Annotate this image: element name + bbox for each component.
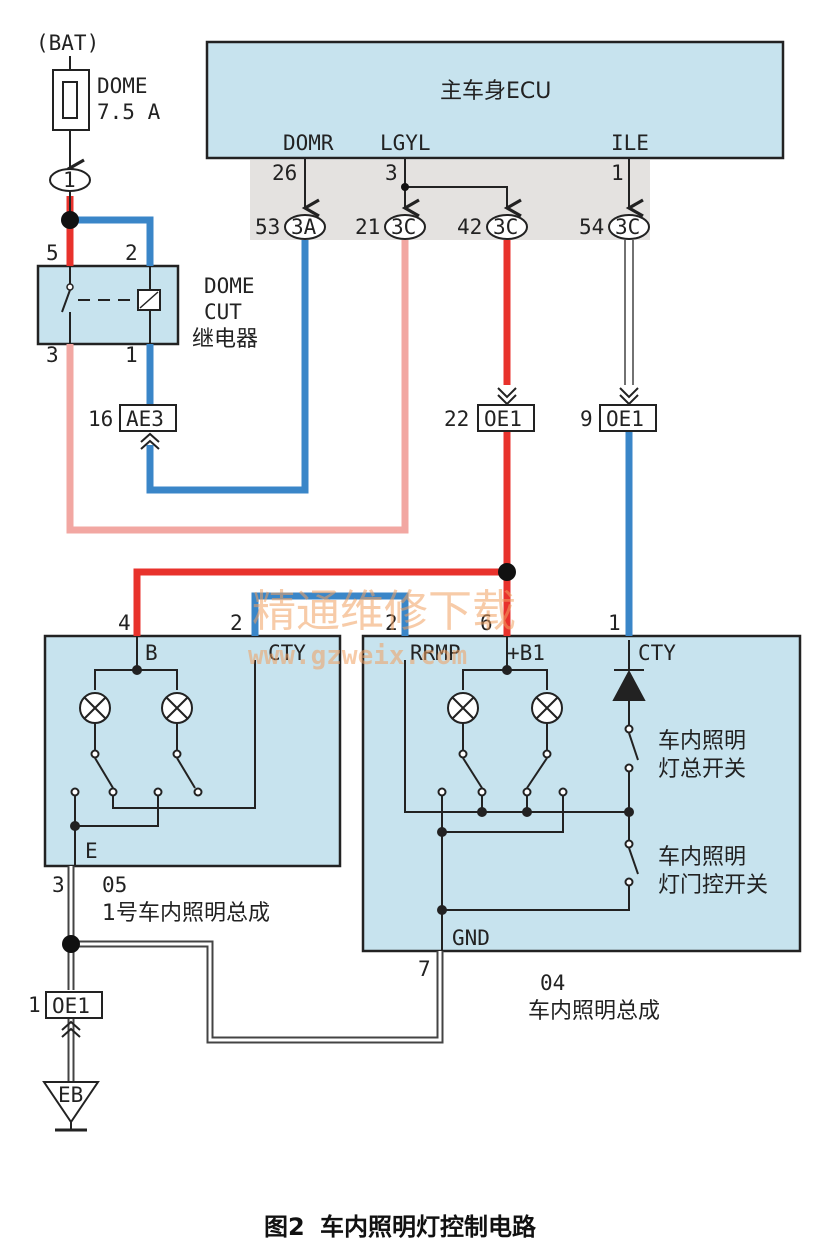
a1-pin-e: 3 <box>52 873 65 897</box>
a1-circuit <box>70 636 256 866</box>
a1-label-cty: CTY <box>268 641 306 665</box>
conn-3a <box>284 214 326 240</box>
a2-label-b1: +B1 <box>507 641 545 665</box>
relay-name-line1: DOME <box>204 274 255 298</box>
wire-pink-lgyl <box>66 240 409 534</box>
wire-blue-relay-coil <box>70 216 154 266</box>
fuse-element <box>62 81 78 119</box>
wire-gnd-assembly2 <box>71 940 444 1044</box>
gnd-oe1-label: OE1 <box>52 994 90 1018</box>
fuse-rating: 7.5 A <box>97 100 161 124</box>
ae3-chevron-icon <box>140 432 160 450</box>
splice-dot-top <box>61 211 79 229</box>
relay-name-line3: 继电器 <box>192 327 258 352</box>
a1-pin-b: 4 <box>118 611 131 635</box>
ecu-terminal-lgyl: LGYL <box>380 131 431 155</box>
oe1-22-label: OE1 <box>484 407 522 431</box>
conn-3c-ile <box>608 214 650 240</box>
oe1-9-chevron-icon <box>619 387 639 406</box>
wire-blue-domr-return <box>146 240 309 494</box>
conn-21-pin: 21 <box>355 215 380 239</box>
a1-pin-cty: 2 <box>230 611 243 635</box>
ae3-connector <box>119 404 177 432</box>
conn-42-pin: 42 <box>457 215 482 239</box>
conn-53-pin: 53 <box>255 215 280 239</box>
ecu-box <box>205 40 785 160</box>
gnd-chevron-icon <box>61 1020 81 1038</box>
a2-name: 车内照明总成 <box>528 999 660 1024</box>
conn-3c-b <box>486 214 528 240</box>
assembly2-box <box>361 634 802 953</box>
watermark-line1: 精通维修下载 <box>252 586 516 637</box>
splice-dot-gnd <box>62 935 80 953</box>
wire-blue-rrmp <box>251 592 409 636</box>
gnd-oe1-connector <box>45 991 103 1019</box>
relay-pin-3: 3 <box>46 343 59 367</box>
a2-switch2-line2: 灯门控开关 <box>658 873 768 898</box>
relay-contact-symbol <box>61 266 161 344</box>
ecu-title: 主车身ECU <box>440 79 551 104</box>
ae3-pin: 16 <box>88 407 113 431</box>
a2-code: 04 <box>540 971 565 995</box>
a2-circuit <box>404 636 646 951</box>
watermark-line2: www.gzweix.com <box>248 641 467 671</box>
oe1-9-label: OE1 <box>606 407 644 431</box>
conn-3c-ile-label: 3C <box>615 215 640 239</box>
caption-figure: 图2 <box>264 1213 305 1241</box>
bat-label: (BAT) <box>36 31 99 55</box>
conn-3c-b-label: 3C <box>493 215 518 239</box>
a1-name: 1号车内照明总成 <box>102 901 270 926</box>
oe1-22-connector <box>477 404 535 432</box>
a2-switch1-line1: 车内照明 <box>658 729 746 754</box>
splice-dot-b <box>498 563 516 581</box>
conn-3c-lgyl-label: 3C <box>391 215 416 239</box>
relay-pin-1: 1 <box>125 343 138 367</box>
a1-label-e: E <box>85 839 98 863</box>
relay-name-line2: CUT <box>204 300 242 324</box>
oe1-22-pin: 22 <box>444 407 469 431</box>
ecu-terminal-ile: ILE <box>611 131 649 155</box>
oe1-9-connector <box>599 404 657 432</box>
wire-red-to-assembly1 <box>133 568 507 636</box>
oe1-9-pin: 9 <box>580 407 593 431</box>
gnd-conn-pin: 1 <box>28 993 41 1017</box>
fuse-name: DOME <box>97 74 148 98</box>
a2-switch1-line2: 灯总开关 <box>658 757 746 782</box>
relay-pin-5: 5 <box>46 241 59 265</box>
a2-pin-rrmp: 2 <box>385 611 398 635</box>
oe1-22-chevron-icon <box>497 387 517 406</box>
ground-eb-icon <box>42 1081 100 1124</box>
caption-title: 车内照明灯控制电路 <box>320 1213 537 1241</box>
ecu-pin-3: 3 <box>385 161 398 185</box>
wire-gnd-assembly2-in <box>71 942 442 1042</box>
ae3-label: AE3 <box>126 407 164 431</box>
a2-pin-cty: 1 <box>608 611 621 635</box>
a2-switch2-line1: 车内照明 <box>658 845 746 870</box>
a2-label-cty: CTY <box>638 641 676 665</box>
conn-3a-label: 3A <box>291 215 317 239</box>
a1-label-b: B <box>145 641 158 665</box>
ground-label: EB <box>58 1083 83 1107</box>
junction-number: 1 <box>63 168 76 192</box>
a1-code: 05 <box>102 873 127 897</box>
relay-pin-2: 2 <box>125 241 138 265</box>
ecu-pin-26: 26 <box>272 161 297 185</box>
a2-pin-b1: 6 <box>480 611 493 635</box>
a2-pin-gnd: 7 <box>418 957 431 981</box>
conn-3c-lgyl <box>384 214 426 240</box>
conn-54-pin: 54 <box>579 215 604 239</box>
ecu-terminal-domr: DOMR <box>283 131 334 155</box>
ecu-pin-1: 1 <box>611 161 624 185</box>
a2-label-rrmp: RRMP <box>410 641 461 665</box>
a2-label-gnd: GND <box>452 926 490 950</box>
fuse-outer <box>52 69 90 131</box>
